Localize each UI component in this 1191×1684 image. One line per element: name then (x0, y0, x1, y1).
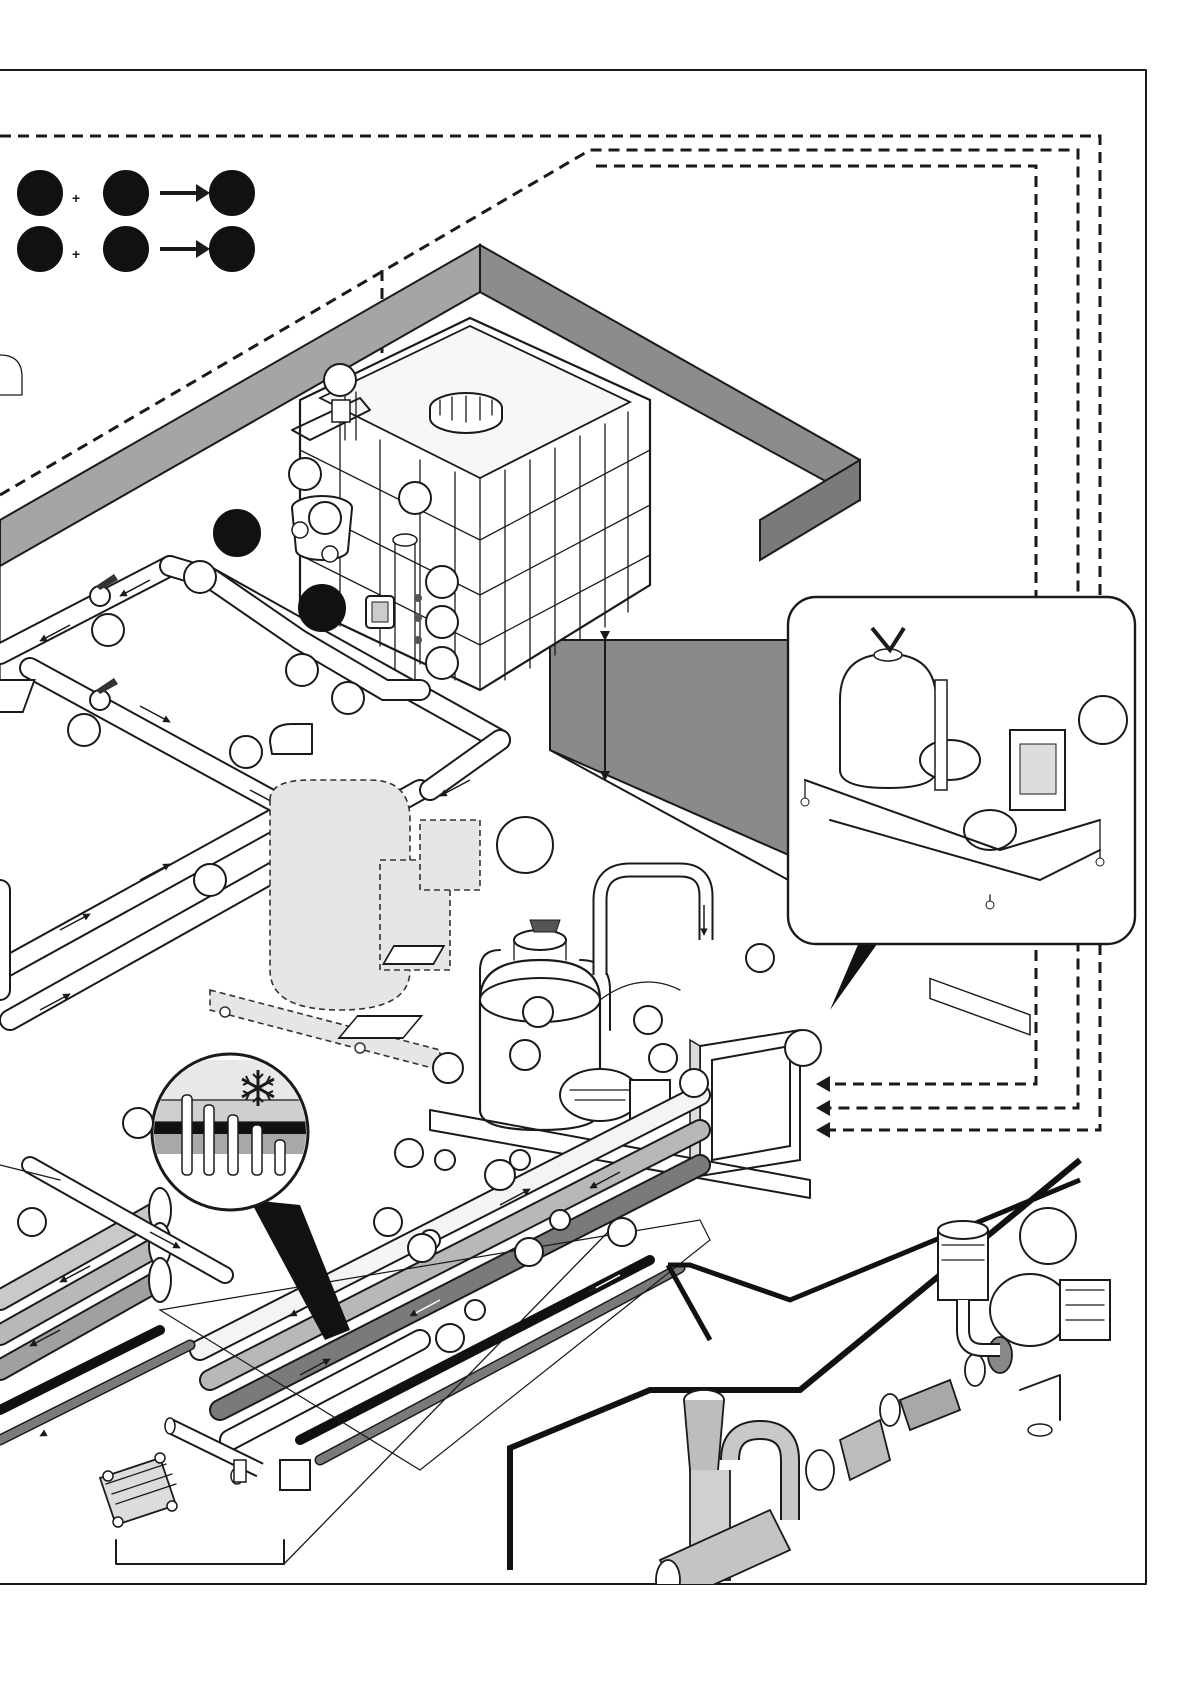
callout-circle (309, 502, 341, 534)
callout-circle (123, 1108, 153, 1138)
callout-circle (497, 817, 553, 873)
callout-circle (523, 997, 553, 1027)
plus-icon: + (72, 246, 80, 262)
callout-circle (608, 1218, 636, 1246)
callout-circle (515, 1238, 543, 1266)
floor-drain (0, 680, 35, 712)
callout-circle (746, 944, 774, 972)
legend-circle (210, 227, 254, 271)
floor-drain (383, 946, 443, 964)
callout-circle (230, 736, 262, 768)
return-pipe (600, 870, 706, 975)
callout-circle (426, 606, 458, 638)
callout-circle (1020, 1208, 1076, 1264)
floor-drain (339, 1016, 421, 1038)
callout-circle (510, 1040, 540, 1070)
callout-circle (18, 1208, 46, 1236)
callout-circle (634, 1006, 662, 1034)
callout-circle (289, 458, 321, 490)
callout-circle (408, 1234, 436, 1262)
callout-circle-filled (214, 510, 260, 556)
callout-circle (433, 1053, 463, 1083)
callout-circle (649, 1044, 677, 1072)
callout-circle (324, 364, 356, 396)
pipe-bundle (0, 1095, 710, 1470)
valve (435, 1150, 455, 1170)
callout-circle (92, 614, 124, 646)
callout-circle (184, 561, 216, 593)
legend-circle (104, 227, 148, 271)
valve (550, 1210, 570, 1230)
valve (465, 1300, 485, 1320)
legend-circle (18, 171, 62, 215)
legend-circle (18, 227, 62, 271)
callout-circle-filled (299, 585, 345, 631)
frost-protection-detail (150, 1054, 320, 1210)
callout-circle (395, 1139, 423, 1167)
callout-circle (399, 482, 431, 514)
plus-icon: + (72, 190, 80, 206)
callout-circle (485, 1160, 515, 1190)
tank-lid (430, 393, 502, 433)
callout-circle (426, 647, 458, 679)
legend-circle (104, 171, 148, 215)
callout-circle (680, 1069, 708, 1097)
callout-circle (436, 1324, 464, 1352)
callout-circle (286, 654, 318, 686)
callout-circle (785, 1030, 821, 1066)
callout-circle (426, 566, 458, 598)
callout-circle (194, 864, 226, 896)
callout-circle (374, 1208, 402, 1236)
drain-fittings (656, 1337, 1012, 1600)
legend: + + (18, 171, 254, 271)
callout-circle (332, 682, 364, 714)
callout-circle (1079, 696, 1127, 744)
booster-pump (938, 1221, 1110, 1436)
legend-circle (210, 171, 254, 215)
callout-circle (68, 714, 100, 746)
plate-heat-exchanger (100, 1453, 177, 1527)
equipment-inset (788, 597, 1135, 1035)
